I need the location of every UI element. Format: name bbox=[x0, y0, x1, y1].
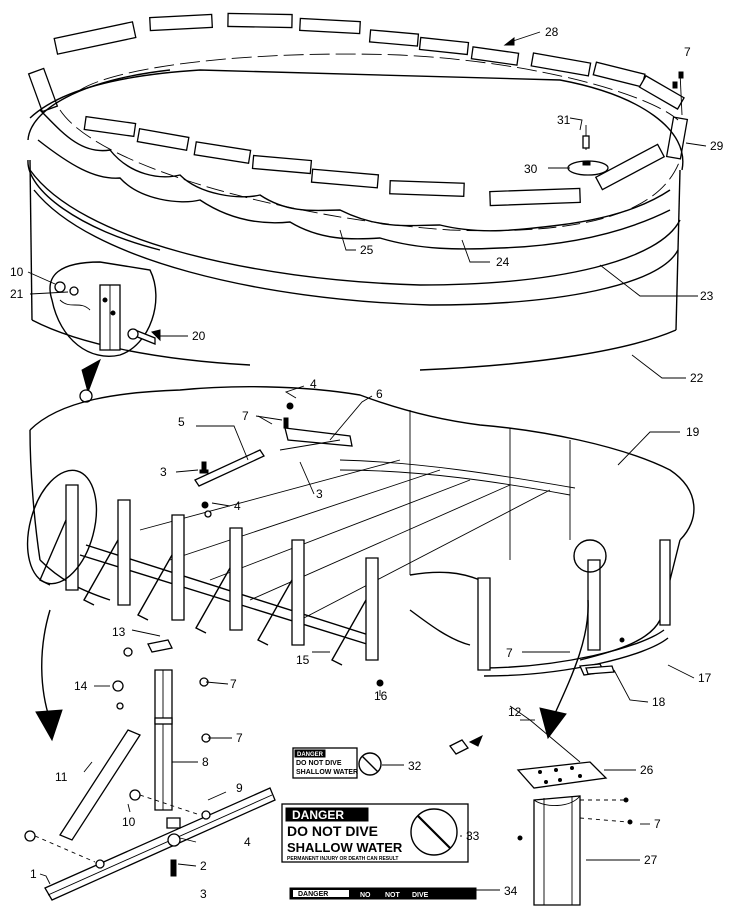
washer-21 bbox=[69, 286, 79, 296]
sign-small-line2: SHALLOW WATER bbox=[296, 769, 358, 776]
sign-strip-header: DANGER bbox=[298, 891, 328, 898]
top-ledge-segments bbox=[27, 12, 689, 207]
callout-5: 5 bbox=[178, 415, 185, 429]
callout-7: 7 bbox=[236, 731, 243, 745]
callout-22: 22 bbox=[690, 371, 704, 385]
sign-strip-w2: NOT bbox=[385, 892, 401, 899]
callout-17: 17 bbox=[698, 671, 712, 685]
sign-large-line1: DO NOT DIVE bbox=[287, 823, 378, 839]
callout-13: 13 bbox=[112, 625, 126, 639]
upright-exploded-view bbox=[24, 609, 276, 901]
callout-3: 3 bbox=[200, 887, 207, 901]
pool-wall-assembly bbox=[26, 386, 695, 687]
upright-connector-detail bbox=[49, 261, 157, 403]
callout-labels: 28 7 31 30 29 25 24 23 22 10 21 20 4 7 6… bbox=[10, 25, 724, 901]
sign-strip-w3: DIVE bbox=[412, 892, 429, 899]
callout-27: 27 bbox=[644, 853, 658, 867]
sign-large-header: DANGER bbox=[292, 808, 344, 822]
nut-10 bbox=[54, 281, 66, 293]
leader-lines bbox=[27, 31, 707, 891]
sign-small-line1: DO NOT DIVE bbox=[296, 760, 342, 767]
callout-9: 9 bbox=[236, 781, 243, 795]
callout-28: 28 bbox=[545, 25, 559, 39]
callout-29: 29 bbox=[710, 139, 724, 153]
callout-7: 7 bbox=[230, 677, 237, 691]
callout-4: 4 bbox=[244, 835, 251, 849]
callout-1: 1 bbox=[30, 867, 37, 881]
callout-24: 24 bbox=[496, 255, 510, 269]
callout-30: 30 bbox=[524, 162, 538, 176]
callout-15: 15 bbox=[296, 653, 310, 667]
callout-7: 7 bbox=[506, 646, 513, 660]
callout-8: 8 bbox=[202, 755, 209, 769]
callout-7: 7 bbox=[242, 409, 249, 423]
callout-34: 34 bbox=[504, 884, 518, 898]
callout-14: 14 bbox=[74, 679, 88, 693]
callout-10: 10 bbox=[122, 815, 136, 829]
top-plate-exploded-view bbox=[449, 599, 633, 906]
callout-7: 7 bbox=[684, 45, 691, 59]
callout-20: 20 bbox=[192, 329, 206, 343]
callout-6: 6 bbox=[376, 387, 383, 401]
sign-small-header: DANGER bbox=[297, 752, 324, 758]
bolt-20 bbox=[127, 328, 139, 340]
sign-large-line2: SHALLOW WATER bbox=[287, 840, 403, 855]
callout-2: 2 bbox=[200, 859, 207, 873]
callout-3: 3 bbox=[160, 465, 167, 479]
callout-21: 21 bbox=[10, 287, 24, 301]
danger-sign-large: DANGER DO NOT DIVE SHALLOW WATER PERMANE… bbox=[281, 803, 469, 863]
callout-31: 31 bbox=[557, 113, 571, 127]
sign-strip-w1: NO bbox=[360, 892, 371, 899]
callout-18: 18 bbox=[652, 695, 666, 709]
top-ledge-assembly bbox=[27, 12, 689, 371]
callout-11: 11 bbox=[55, 770, 68, 784]
callout-7: 7 bbox=[654, 817, 661, 831]
callout-26: 26 bbox=[640, 763, 654, 777]
callout-16: 16 bbox=[374, 689, 388, 703]
danger-sign-strip: DANGER NO NOT DIVE bbox=[289, 887, 477, 900]
callout-12: 12 bbox=[508, 705, 522, 719]
callout-23: 23 bbox=[700, 289, 714, 303]
callout-32: 32 bbox=[408, 759, 422, 773]
callout-33: 33 bbox=[466, 829, 480, 843]
callout-3: 3 bbox=[316, 487, 323, 501]
upright-braces bbox=[39, 484, 671, 671]
callout-4: 4 bbox=[234, 499, 241, 513]
sign-large-footer: PERMANENT INJURY OR DEATH CAN RESULT bbox=[287, 856, 399, 862]
callout-25: 25 bbox=[360, 243, 374, 257]
callout-4: 4 bbox=[310, 377, 317, 391]
callout-19: 19 bbox=[686, 425, 700, 439]
danger-sign-small: DANGER DO NOT DIVE SHALLOW WATER bbox=[292, 747, 404, 779]
callout-10: 10 bbox=[10, 265, 24, 279]
